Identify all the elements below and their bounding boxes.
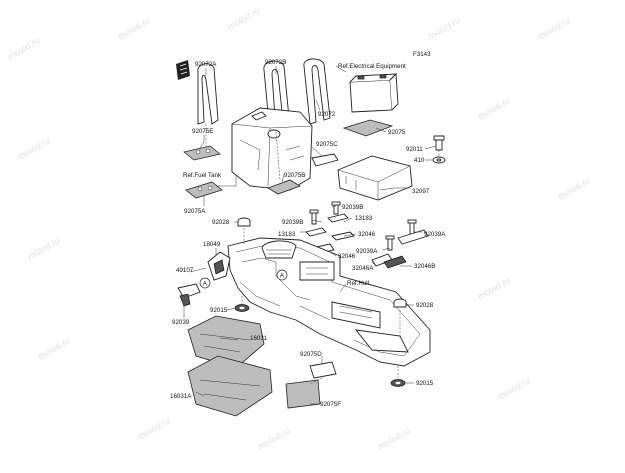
label-92075c: 92075C — [316, 141, 338, 148]
label-92039a-2: 92039A — [356, 248, 378, 255]
label-92072: 92072 — [318, 111, 336, 118]
bracket-32046-a — [331, 231, 355, 241]
label-410: 410 — [414, 157, 425, 164]
label-92028-b: 92028 — [416, 302, 434, 309]
strap-92072 — [303, 58, 331, 125]
front-arrow-icon — [176, 60, 190, 80]
label-92075b: 92075B — [284, 172, 305, 179]
watermark: motod.ru — [476, 95, 512, 121]
callout-a-2-text: A — [203, 280, 208, 287]
label-32097: 32097 — [412, 188, 430, 195]
leader-lines — [183, 65, 437, 405]
hull-deck — [227, 237, 431, 367]
label-92039: 92039 — [172, 319, 190, 326]
fuel-tank — [231, 107, 313, 191]
label-49107: 49107 — [176, 267, 194, 274]
pad-92075b — [267, 179, 301, 195]
label-32046-a: 32046 — [358, 231, 376, 238]
handle-18049 — [207, 251, 231, 281]
watermark: motod.ru — [36, 335, 72, 361]
bolt-92011 — [433, 135, 445, 151]
pad-92075d — [309, 361, 337, 379]
watermark: motod.ru — [426, 15, 462, 41]
strap-92072a — [197, 63, 219, 125]
mat-16031a — [187, 355, 273, 417]
grommet-92015-a — [234, 304, 250, 312]
bracket-13183-a — [327, 213, 349, 223]
callout-a-2: A — [199, 277, 211, 289]
watermark: motod.ru — [116, 15, 152, 41]
watermark: motod.ru — [536, 15, 572, 41]
watermark: motod.ru — [376, 425, 412, 451]
pad-92075c — [311, 153, 339, 167]
label-92075d: 92075D — [300, 351, 322, 358]
watermark: motod.ru — [556, 175, 592, 201]
bolt-92039a-2 — [385, 235, 395, 251]
callout-a-1-text: A — [280, 272, 285, 279]
watermark: motod.ru — [226, 5, 262, 31]
label-92011: 92011 — [406, 146, 423, 153]
grommet-92015-b — [390, 379, 406, 387]
watermark: motod.ru — [496, 375, 532, 401]
bracket-92039a — [397, 229, 429, 245]
label-92039a: 92039A — [424, 231, 446, 238]
label-32046b: 32046B — [414, 263, 435, 270]
label-92072b: 92072B — [265, 59, 286, 66]
bracket-13183-b — [305, 227, 327, 237]
label-32046-b: 32046 — [338, 253, 356, 260]
pad-92075f — [285, 379, 321, 409]
pad-92075e — [183, 145, 221, 161]
label-92075a: 92075A — [184, 208, 206, 215]
pad-92075 — [342, 119, 394, 137]
label-32046a: 32046A — [352, 265, 374, 272]
watermark: motod.ru — [476, 275, 512, 301]
diagram-code: F3143 — [413, 51, 431, 58]
label-92015-a: 92015 — [210, 307, 228, 314]
label-92039b: 92039B — [342, 204, 363, 211]
part-labels: 92072A 92072B Ref.Electrical Equipment 9… — [170, 59, 446, 408]
label-18049: 18049 — [203, 241, 221, 248]
watermark: motod.ru — [26, 235, 62, 261]
bolt-92039b-2 — [309, 209, 319, 225]
watermark: motod.ru — [136, 415, 172, 441]
mat-16031 — [187, 315, 265, 369]
latch-49107 — [177, 283, 201, 307]
dashed-leaders — [205, 124, 440, 385]
watermark: motod.ru — [256, 425, 292, 451]
washer-410 — [432, 156, 446, 164]
label-ref-fuel-tank: Ref.Fuel Tank — [183, 172, 222, 179]
label-ref-hull: Ref.Hull — [347, 280, 369, 287]
label-13183-a: 13183 — [355, 215, 373, 222]
label-13183-b: 13183 — [278, 231, 296, 238]
label-16031a: 16031A — [170, 393, 192, 400]
grommet-92028 — [237, 217, 251, 227]
battery-case-32097 — [337, 155, 413, 201]
bracket-32046b — [383, 255, 407, 269]
label-92075f: 92075F — [320, 401, 341, 408]
pad-92075a — [185, 181, 223, 199]
battery — [349, 72, 399, 113]
watermark: motod.ru — [6, 35, 42, 61]
label-ref-electrical: Ref.Electrical Equipment — [338, 63, 406, 70]
label-92028-top: 92028 — [212, 219, 230, 226]
label-92075e: 92075E — [192, 128, 213, 135]
watermark: motod.ru — [16, 135, 52, 161]
label-16031: 16031 — [250, 335, 268, 342]
bolt-92039b — [331, 201, 341, 215]
label-92015-b: 92015 — [416, 380, 434, 387]
callout-a-1: A — [276, 269, 288, 281]
label-92039b-2: 92039B — [282, 219, 303, 226]
grommet-92028-b — [393, 298, 407, 308]
label-92072a: 92072A — [195, 61, 217, 68]
label-92075: 92075 — [388, 129, 406, 136]
